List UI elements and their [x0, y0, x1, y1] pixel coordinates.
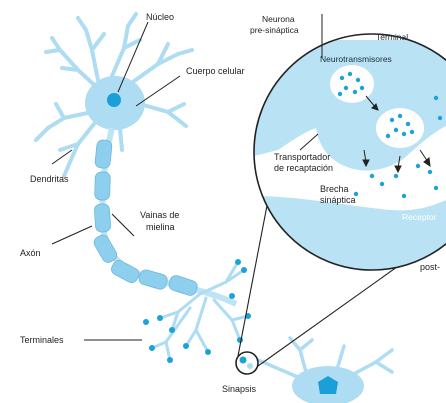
label-axon: Axón [20, 248, 41, 258]
label-post: post- [420, 262, 440, 272]
nucleus [107, 93, 121, 107]
label-receptor: Receptor [402, 212, 437, 222]
label-nucleo: Núcleo [146, 12, 174, 22]
label-presynaptic-2: pre-sináptica [250, 25, 299, 35]
label-presynaptic-1: Neurona [262, 14, 295, 24]
label-transporter-1: Transportador [274, 152, 330, 162]
label-terminales: Terminales [20, 335, 64, 345]
label-vainas-2: mielina [146, 222, 175, 232]
label-cleft-2: sináptica [320, 195, 356, 205]
label-transporter-2: de recaptación [274, 163, 333, 173]
connector-line-upper [238, 190, 270, 356]
label-dendritas: Dendritas [30, 174, 69, 184]
label-cuerpo-celular: Cuerpo celular [186, 66, 245, 76]
postsynaptic-neuron [258, 338, 392, 403]
label-cleft-1: Brecha [320, 184, 349, 194]
label-neurotransmisores: Neurotransmisores [320, 54, 392, 64]
synapse-highlight [236, 352, 258, 374]
label-vainas-1: Vainas de [140, 210, 179, 220]
label-terminal: Terminal [376, 32, 408, 42]
label-sinapsis: Sinapsis [222, 384, 257, 394]
